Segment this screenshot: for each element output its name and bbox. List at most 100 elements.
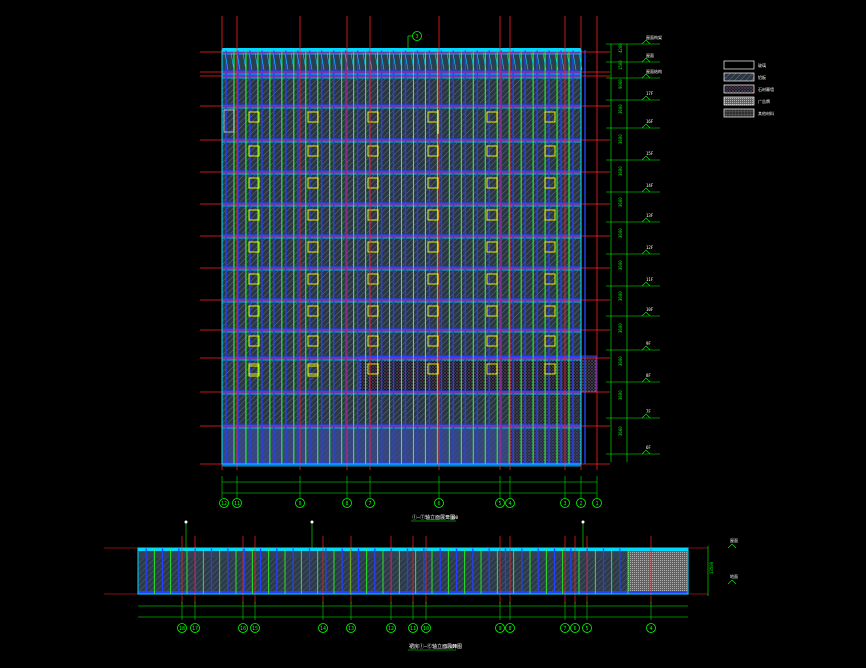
roof-fin xyxy=(416,52,421,71)
legend-label: 玻璃 xyxy=(758,62,766,68)
operable-window xyxy=(427,273,439,285)
operable-window xyxy=(307,305,319,317)
axis-bubble xyxy=(570,623,580,633)
axis-number: 6 xyxy=(437,501,440,507)
roof-fin xyxy=(404,52,409,71)
roof-fin xyxy=(512,52,517,71)
dim-value: 3600 xyxy=(618,323,623,333)
axis-number: 14 xyxy=(320,626,326,632)
axis-number: 3 xyxy=(563,501,566,507)
axis-number: 4 xyxy=(649,626,652,632)
level-label: 17F xyxy=(646,91,654,96)
operable-window xyxy=(427,145,439,157)
dim-value: 1500 xyxy=(618,60,623,70)
operable-window xyxy=(307,111,319,123)
dim-value: 4200 xyxy=(618,43,623,53)
operable-window xyxy=(248,209,260,221)
operable-window xyxy=(367,335,379,347)
roof-fin xyxy=(236,52,241,71)
roof-fin xyxy=(266,52,271,71)
dim-value: 3600 xyxy=(618,291,623,301)
level-marker xyxy=(641,39,651,45)
dim-value: 3600 xyxy=(618,356,623,366)
main-elevation: 屋面构架4200屋面1500屋面结构900017F360016F360015F3… xyxy=(200,16,662,508)
operable-window xyxy=(248,145,260,157)
operable-window xyxy=(427,363,439,375)
operable-window xyxy=(307,241,319,253)
level-marker xyxy=(641,155,651,161)
level-marker xyxy=(641,73,651,79)
level-marker xyxy=(641,187,651,193)
main-elevation-title: ①—⑦轴立面展开图 xyxy=(412,514,455,521)
roof-fin xyxy=(518,52,523,71)
roof-fin xyxy=(452,52,457,71)
axis-dot xyxy=(184,520,188,524)
roof-fin xyxy=(320,52,325,71)
axis-bubble xyxy=(421,623,431,633)
level-label: 11F xyxy=(646,277,654,282)
operable-window xyxy=(427,209,439,221)
operable-window xyxy=(248,111,260,123)
operable-window xyxy=(544,363,556,375)
axis-dot xyxy=(310,520,314,524)
roof-fin xyxy=(548,52,553,71)
operable-window xyxy=(307,273,319,285)
operable-window xyxy=(307,335,319,347)
roof-fin xyxy=(338,52,343,71)
operable-window xyxy=(367,209,379,221)
dim-value: 9000 xyxy=(618,79,623,89)
roof-fin xyxy=(482,52,487,71)
roof-fin xyxy=(542,52,547,71)
roof-fin xyxy=(524,52,529,71)
level-marker xyxy=(641,413,651,419)
operable-window xyxy=(367,305,379,317)
roof-fin xyxy=(296,52,301,71)
roof-fin xyxy=(278,52,283,71)
axis-bubble xyxy=(505,623,515,633)
roof-fin xyxy=(572,52,577,71)
podium-level-label: 地面 xyxy=(730,573,738,579)
level-marker xyxy=(641,57,651,63)
roof-fin xyxy=(536,52,541,71)
roof-fin xyxy=(326,52,331,71)
dim-value: 3600 xyxy=(618,104,623,114)
axis-number: 15 xyxy=(252,626,258,632)
roof-fin xyxy=(290,52,295,71)
axis-number: 5 xyxy=(585,626,588,632)
roof-fin xyxy=(356,52,361,71)
roof-fin xyxy=(392,52,397,71)
operable-window xyxy=(367,273,379,285)
operable-window xyxy=(486,241,498,253)
level-label: 15F xyxy=(646,151,654,156)
roof-fin xyxy=(494,52,499,71)
axis-number: 9 xyxy=(298,501,301,507)
roof-fin xyxy=(242,52,247,71)
roof-fin xyxy=(560,52,565,71)
top-axis-label: 3 xyxy=(415,34,418,40)
axis-bubble xyxy=(495,498,505,508)
legend-swatch xyxy=(723,60,755,70)
axis-bubble xyxy=(295,498,305,508)
axis-bubble xyxy=(342,498,352,508)
axis-number: 5 xyxy=(498,501,501,507)
level-label: 10F xyxy=(646,307,654,312)
level-label: 13F xyxy=(646,213,654,218)
roof-fin xyxy=(230,52,235,71)
level-label: 12F xyxy=(646,245,654,250)
axis-bubble xyxy=(560,623,570,633)
level-marker xyxy=(641,281,651,287)
roof-fin xyxy=(368,52,373,71)
level-label: 16F xyxy=(646,119,654,124)
operable-window xyxy=(486,145,498,157)
operable-window xyxy=(367,145,379,157)
axis-bubble xyxy=(190,623,200,633)
legend-swatch xyxy=(723,108,755,118)
operable-window xyxy=(307,177,319,189)
operable-window xyxy=(486,305,498,317)
axis-bubble xyxy=(318,623,328,633)
roof-fin xyxy=(386,52,391,71)
axis-number: 13 xyxy=(348,626,354,632)
roof-fin xyxy=(566,52,571,71)
dim-value: 3600 xyxy=(618,166,623,176)
axis-bubble xyxy=(250,623,260,633)
